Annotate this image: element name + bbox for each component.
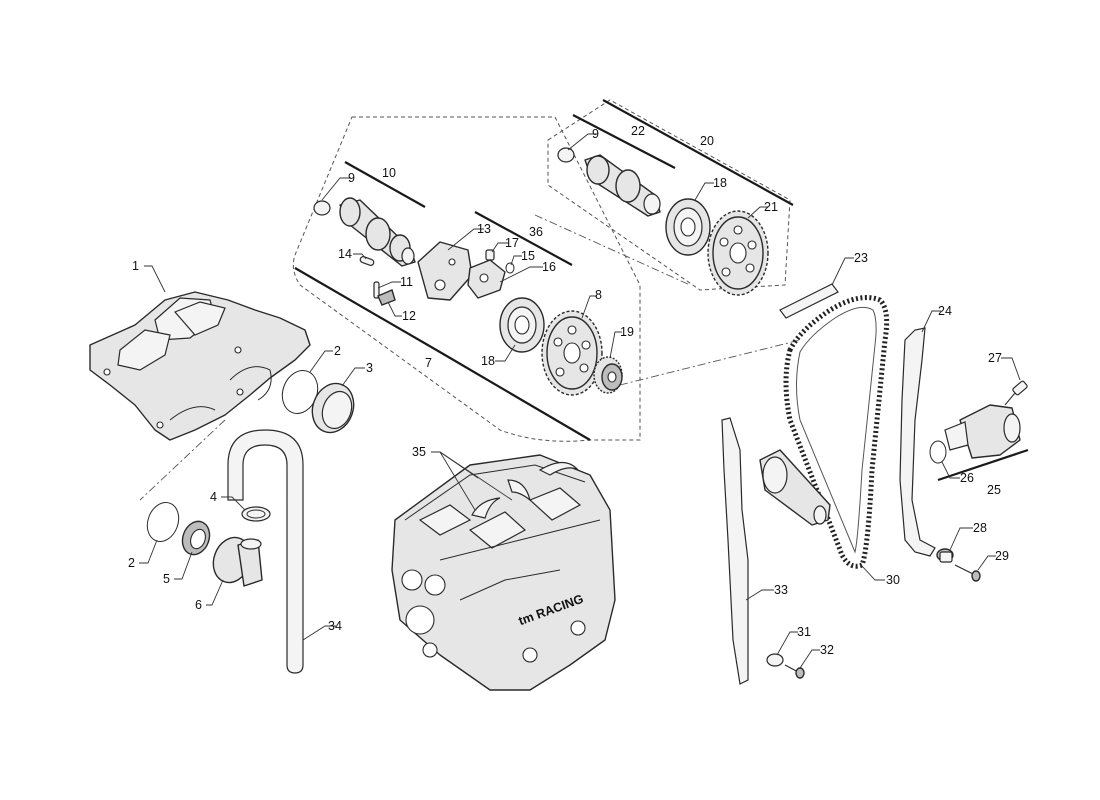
bearing-part-18-upper bbox=[665, 198, 711, 256]
callout-8: 8 bbox=[595, 288, 602, 302]
callout-35: 35 bbox=[412, 445, 426, 459]
key-part-12 bbox=[377, 289, 396, 306]
pin-part-11 bbox=[373, 281, 380, 299]
gasket-part-26 bbox=[929, 440, 947, 464]
callout-10: 10 bbox=[382, 166, 396, 180]
callout-11: 11 bbox=[400, 275, 413, 289]
fixed-guide-part-33 bbox=[721, 417, 749, 685]
callout-9-right: 9 bbox=[592, 127, 599, 141]
callout-30: 30 bbox=[886, 573, 900, 587]
plug-part-3 bbox=[311, 382, 355, 434]
bracket-36 bbox=[474, 211, 573, 266]
valve-cover-part-1 bbox=[89, 291, 311, 441]
callout-1: 1 bbox=[132, 259, 139, 273]
callout-6: 6 bbox=[195, 598, 202, 612]
camshaft-part-10 bbox=[313, 197, 416, 267]
callout-31: 31 bbox=[797, 625, 811, 639]
bracket-25 bbox=[937, 448, 1029, 482]
callout-4: 4 bbox=[210, 490, 217, 504]
seal-ring-part-35-a bbox=[471, 497, 501, 519]
callout-25: 25 bbox=[987, 483, 1001, 497]
bearing-part-18-lower bbox=[499, 297, 545, 353]
callout-36: 36 bbox=[529, 225, 543, 239]
pivot-bolt-part-28 bbox=[936, 548, 954, 563]
callout-21: 21 bbox=[764, 200, 778, 214]
callout-22: 22 bbox=[631, 124, 645, 138]
gear-part-19 bbox=[593, 356, 623, 394]
callout-18-upper: 18 bbox=[713, 176, 727, 190]
washer-part-31 bbox=[766, 653, 784, 667]
bracket-7 bbox=[294, 267, 591, 441]
seal-ring-part-35-c bbox=[538, 461, 579, 476]
screw-part-32 bbox=[784, 664, 805, 679]
hose-clamp-part-4 bbox=[241, 506, 271, 522]
cover-connector-dashdot bbox=[139, 419, 226, 501]
chain-tensioner-part-25 bbox=[944, 404, 1021, 459]
callout-28: 28 bbox=[973, 521, 987, 535]
decompressor-plate-part-13 bbox=[417, 241, 473, 301]
sprocket-part-8 bbox=[541, 310, 603, 396]
chain-guide-part-23 bbox=[779, 283, 839, 319]
callout-17: 17 bbox=[505, 236, 519, 250]
spring-part-15 bbox=[505, 262, 515, 274]
callout-16: 16 bbox=[542, 260, 556, 274]
callout-23: 23 bbox=[854, 251, 868, 265]
breather-fitting-part-6 bbox=[212, 536, 263, 587]
callout-3: 3 bbox=[366, 361, 373, 375]
callout-20: 20 bbox=[700, 134, 714, 148]
pin-part-14 bbox=[359, 256, 375, 266]
bolt-part-27 bbox=[1004, 380, 1028, 406]
callout-2-upper: 2 bbox=[334, 344, 341, 358]
seal-part-5 bbox=[181, 520, 211, 556]
leader-lines bbox=[139, 133, 1021, 669]
o-ring-part-2-lower bbox=[146, 502, 180, 542]
camshaft-part-22 bbox=[557, 147, 661, 217]
bracket-22 bbox=[572, 114, 676, 169]
callout-29: 29 bbox=[995, 549, 1009, 563]
seal-ring-part-35-b bbox=[507, 479, 532, 502]
callout-26: 26 bbox=[960, 471, 974, 485]
callout-12: 12 bbox=[402, 309, 416, 323]
tensioner-blade-part-24 bbox=[899, 327, 936, 557]
camshaft-assembly-20-outline bbox=[547, 99, 791, 291]
bracket-20 bbox=[602, 99, 794, 206]
callout-18-lower: 18 bbox=[481, 354, 495, 368]
callout-19: 19 bbox=[620, 325, 634, 339]
callout-27: 27 bbox=[988, 351, 1002, 365]
callout-34: 34 bbox=[328, 619, 342, 633]
callout-2-lower: 2 bbox=[128, 556, 135, 570]
bracket-10 bbox=[344, 161, 426, 208]
callout-14: 14 bbox=[338, 247, 352, 261]
cylinder-head bbox=[391, 454, 616, 691]
assembly-connector-dashdot bbox=[534, 214, 691, 286]
callout-5: 5 bbox=[163, 572, 170, 586]
crank-shaft-end bbox=[759, 449, 831, 526]
callout-13: 13 bbox=[477, 222, 491, 236]
callout-33: 33 bbox=[774, 583, 788, 597]
sprocket-part-21 bbox=[707, 210, 769, 296]
breather-hose-part-34 bbox=[227, 429, 304, 674]
screw-part-29 bbox=[954, 564, 981, 582]
decompressor-weight-part-16 bbox=[467, 259, 506, 299]
callout-9-left: 9 bbox=[348, 171, 355, 185]
callout-15: 15 bbox=[521, 249, 535, 263]
callout-24: 24 bbox=[938, 304, 952, 318]
callout-32: 32 bbox=[820, 643, 834, 657]
chain-connector-dashdot bbox=[619, 339, 801, 386]
timing-chain-part-30 bbox=[783, 295, 890, 569]
callout-7: 7 bbox=[425, 356, 432, 370]
